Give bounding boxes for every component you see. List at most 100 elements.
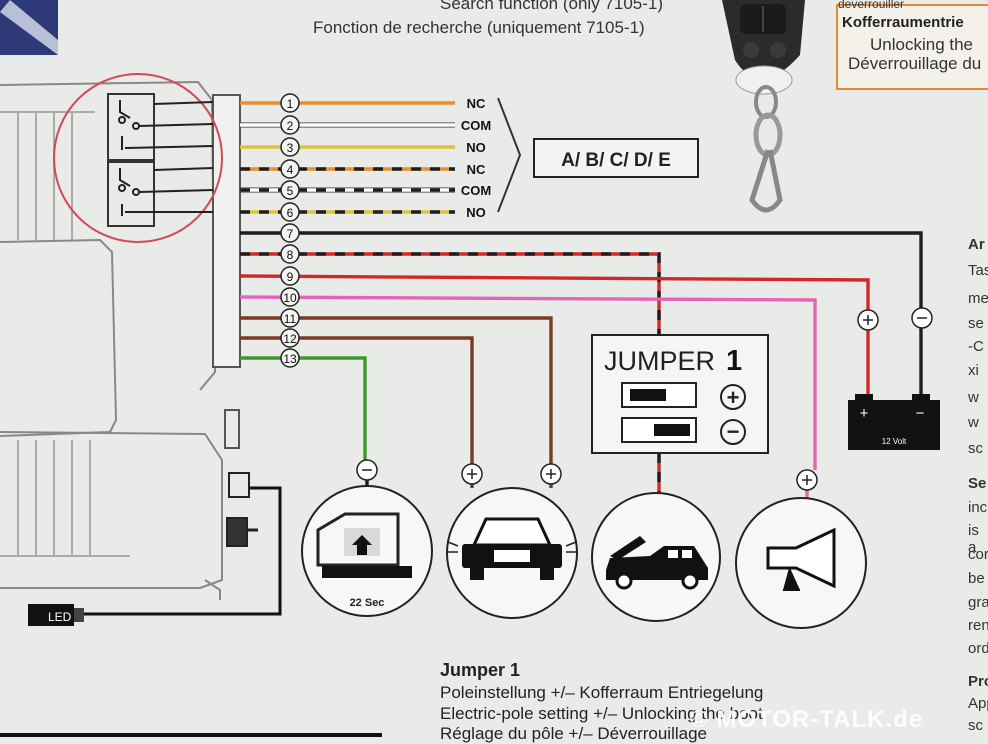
alarm-unit	[0, 80, 258, 600]
pin-8-ring	[280, 244, 300, 264]
relay-output-labels: NC COM NO NC COM NO	[461, 96, 491, 220]
right-column-line: xi	[968, 362, 979, 379]
right-column-line: App	[968, 695, 988, 712]
right-column-line: is a	[968, 522, 979, 556]
pin-4-ring	[280, 159, 300, 179]
right-column-line: me	[968, 290, 988, 307]
pin-11-number: 11	[284, 312, 297, 326]
jumper-box: JUMPER 1 + −	[591, 334, 769, 454]
pin-3-number: 3	[287, 141, 294, 155]
right-column-line: ren	[968, 617, 988, 634]
wire-8	[239, 274, 870, 310]
right-column-line: be	[968, 570, 985, 587]
watermark: © MOTOR-TALK.de	[690, 706, 924, 733]
battery-12v: + − 12 Volt	[848, 394, 940, 450]
relay-detail	[53, 73, 223, 243]
siren-icon	[766, 527, 836, 591]
notice-line-fr: Déverrouillage du	[848, 54, 982, 73]
jumper-plus: +	[727, 385, 740, 410]
notice-line-en: Unlocking the	[870, 35, 974, 54]
led-label: LED	[48, 610, 72, 624]
jumper-caption-fr: Réglage du pôle +/– Déverrouillage	[440, 724, 707, 743]
right-column-line: w	[968, 414, 979, 431]
search-function-fr: Fonction de recherche (uniquement 7105-1…	[313, 18, 645, 37]
pin-6-number: 6	[287, 206, 294, 220]
relay-label-2: COM	[461, 118, 491, 133]
right-column-line: sc	[968, 440, 983, 457]
pin-9-ring	[280, 266, 300, 286]
relay-label-5: COM	[461, 183, 491, 198]
wire-12	[240, 356, 367, 460]
right-column-line: Tas	[968, 262, 988, 279]
right-column-line: -C	[968, 338, 984, 355]
pin-12-number: 12	[283, 332, 297, 346]
wire-7-dash	[240, 252, 661, 335]
right-column-line: ord	[968, 640, 988, 657]
right-column-line: w	[968, 389, 979, 406]
corner-graphic-stripe	[0, 0, 58, 55]
relay-label-1: NC	[467, 96, 486, 111]
wire-11	[240, 336, 474, 464]
channel-box	[533, 138, 699, 178]
pin-2-ring	[280, 115, 300, 135]
trunk-release-notice: deverrouiller Kofferraumentrie Unlocking…	[836, 0, 988, 90]
relay-label-6: NO	[466, 205, 486, 220]
pin-13-number: 13	[283, 352, 297, 366]
pin-12-ring	[280, 328, 300, 348]
pin-3-ring	[280, 137, 300, 157]
battery-plus: +	[860, 405, 869, 422]
right-column-line: Ar	[968, 236, 985, 253]
jumper-caption-en: Electric-pole setting +/– Unlocking the …	[440, 704, 763, 723]
channel-box-label: A/ B/ C/ D/ E	[561, 150, 671, 171]
pin-6-ring	[280, 202, 300, 222]
power-window-icon: 22 Sec	[316, 512, 412, 609]
pin-10-ring	[280, 287, 300, 307]
right-column-line: se	[968, 315, 984, 332]
right-column-line: Pro	[968, 673, 988, 690]
battery-label: 12 Volt	[882, 437, 907, 446]
notice-cap: deverrouiller	[838, 0, 905, 11]
pin-9-number: 9	[287, 270, 294, 284]
pin-5-number: 5	[287, 184, 294, 198]
right-column-line: inc	[968, 499, 988, 516]
pin-7-number: 7	[287, 227, 294, 241]
wire-6	[240, 231, 923, 318]
search-function-en: Search function (only 7105-1)	[440, 0, 664, 13]
pin-8-number: 8	[287, 248, 294, 262]
headlights-icon	[447, 517, 577, 580]
right-column-line: Se	[968, 475, 987, 492]
jumper-number: 1	[726, 345, 742, 377]
terminal-symbols	[356, 307, 933, 491]
pin-11-ring	[280, 308, 300, 328]
pin-1-number: 1	[287, 97, 294, 111]
jumper-minus: −	[727, 419, 740, 444]
jumper-caption-de: Poleinstellung +/– Kofferraum Entriegelu…	[440, 683, 764, 702]
relay-label-4: NC	[467, 162, 486, 177]
pin-10-number: 10	[283, 291, 297, 305]
jumper-caption-title: Jumper 1	[440, 660, 521, 680]
channel-arrow	[497, 97, 522, 213]
pin-2-number: 2	[287, 119, 294, 133]
wire-10	[240, 316, 553, 464]
pin-13-ring	[280, 348, 300, 368]
led-indicator: LED	[28, 604, 84, 626]
notice-title: Kofferraumentrie	[842, 14, 964, 31]
wire-7	[240, 252, 661, 335]
pin-5-ring	[280, 180, 300, 200]
relay-label-3: NO	[466, 140, 486, 155]
hood-open-car-icon	[606, 536, 708, 590]
led-wire	[84, 486, 282, 616]
pin-7-ring	[280, 223, 300, 243]
right-column-line: gra	[968, 594, 988, 611]
jumper-title: JUMPER	[604, 346, 715, 376]
pin-1-ring	[280, 93, 300, 113]
wire-9	[239, 295, 817, 470]
remote-keyfob	[722, 0, 805, 213]
battery-minus: −	[916, 405, 925, 422]
pin-4-number: 4	[287, 163, 294, 177]
right-column-line: cor	[968, 546, 988, 563]
right-column-line: sc	[968, 717, 983, 734]
